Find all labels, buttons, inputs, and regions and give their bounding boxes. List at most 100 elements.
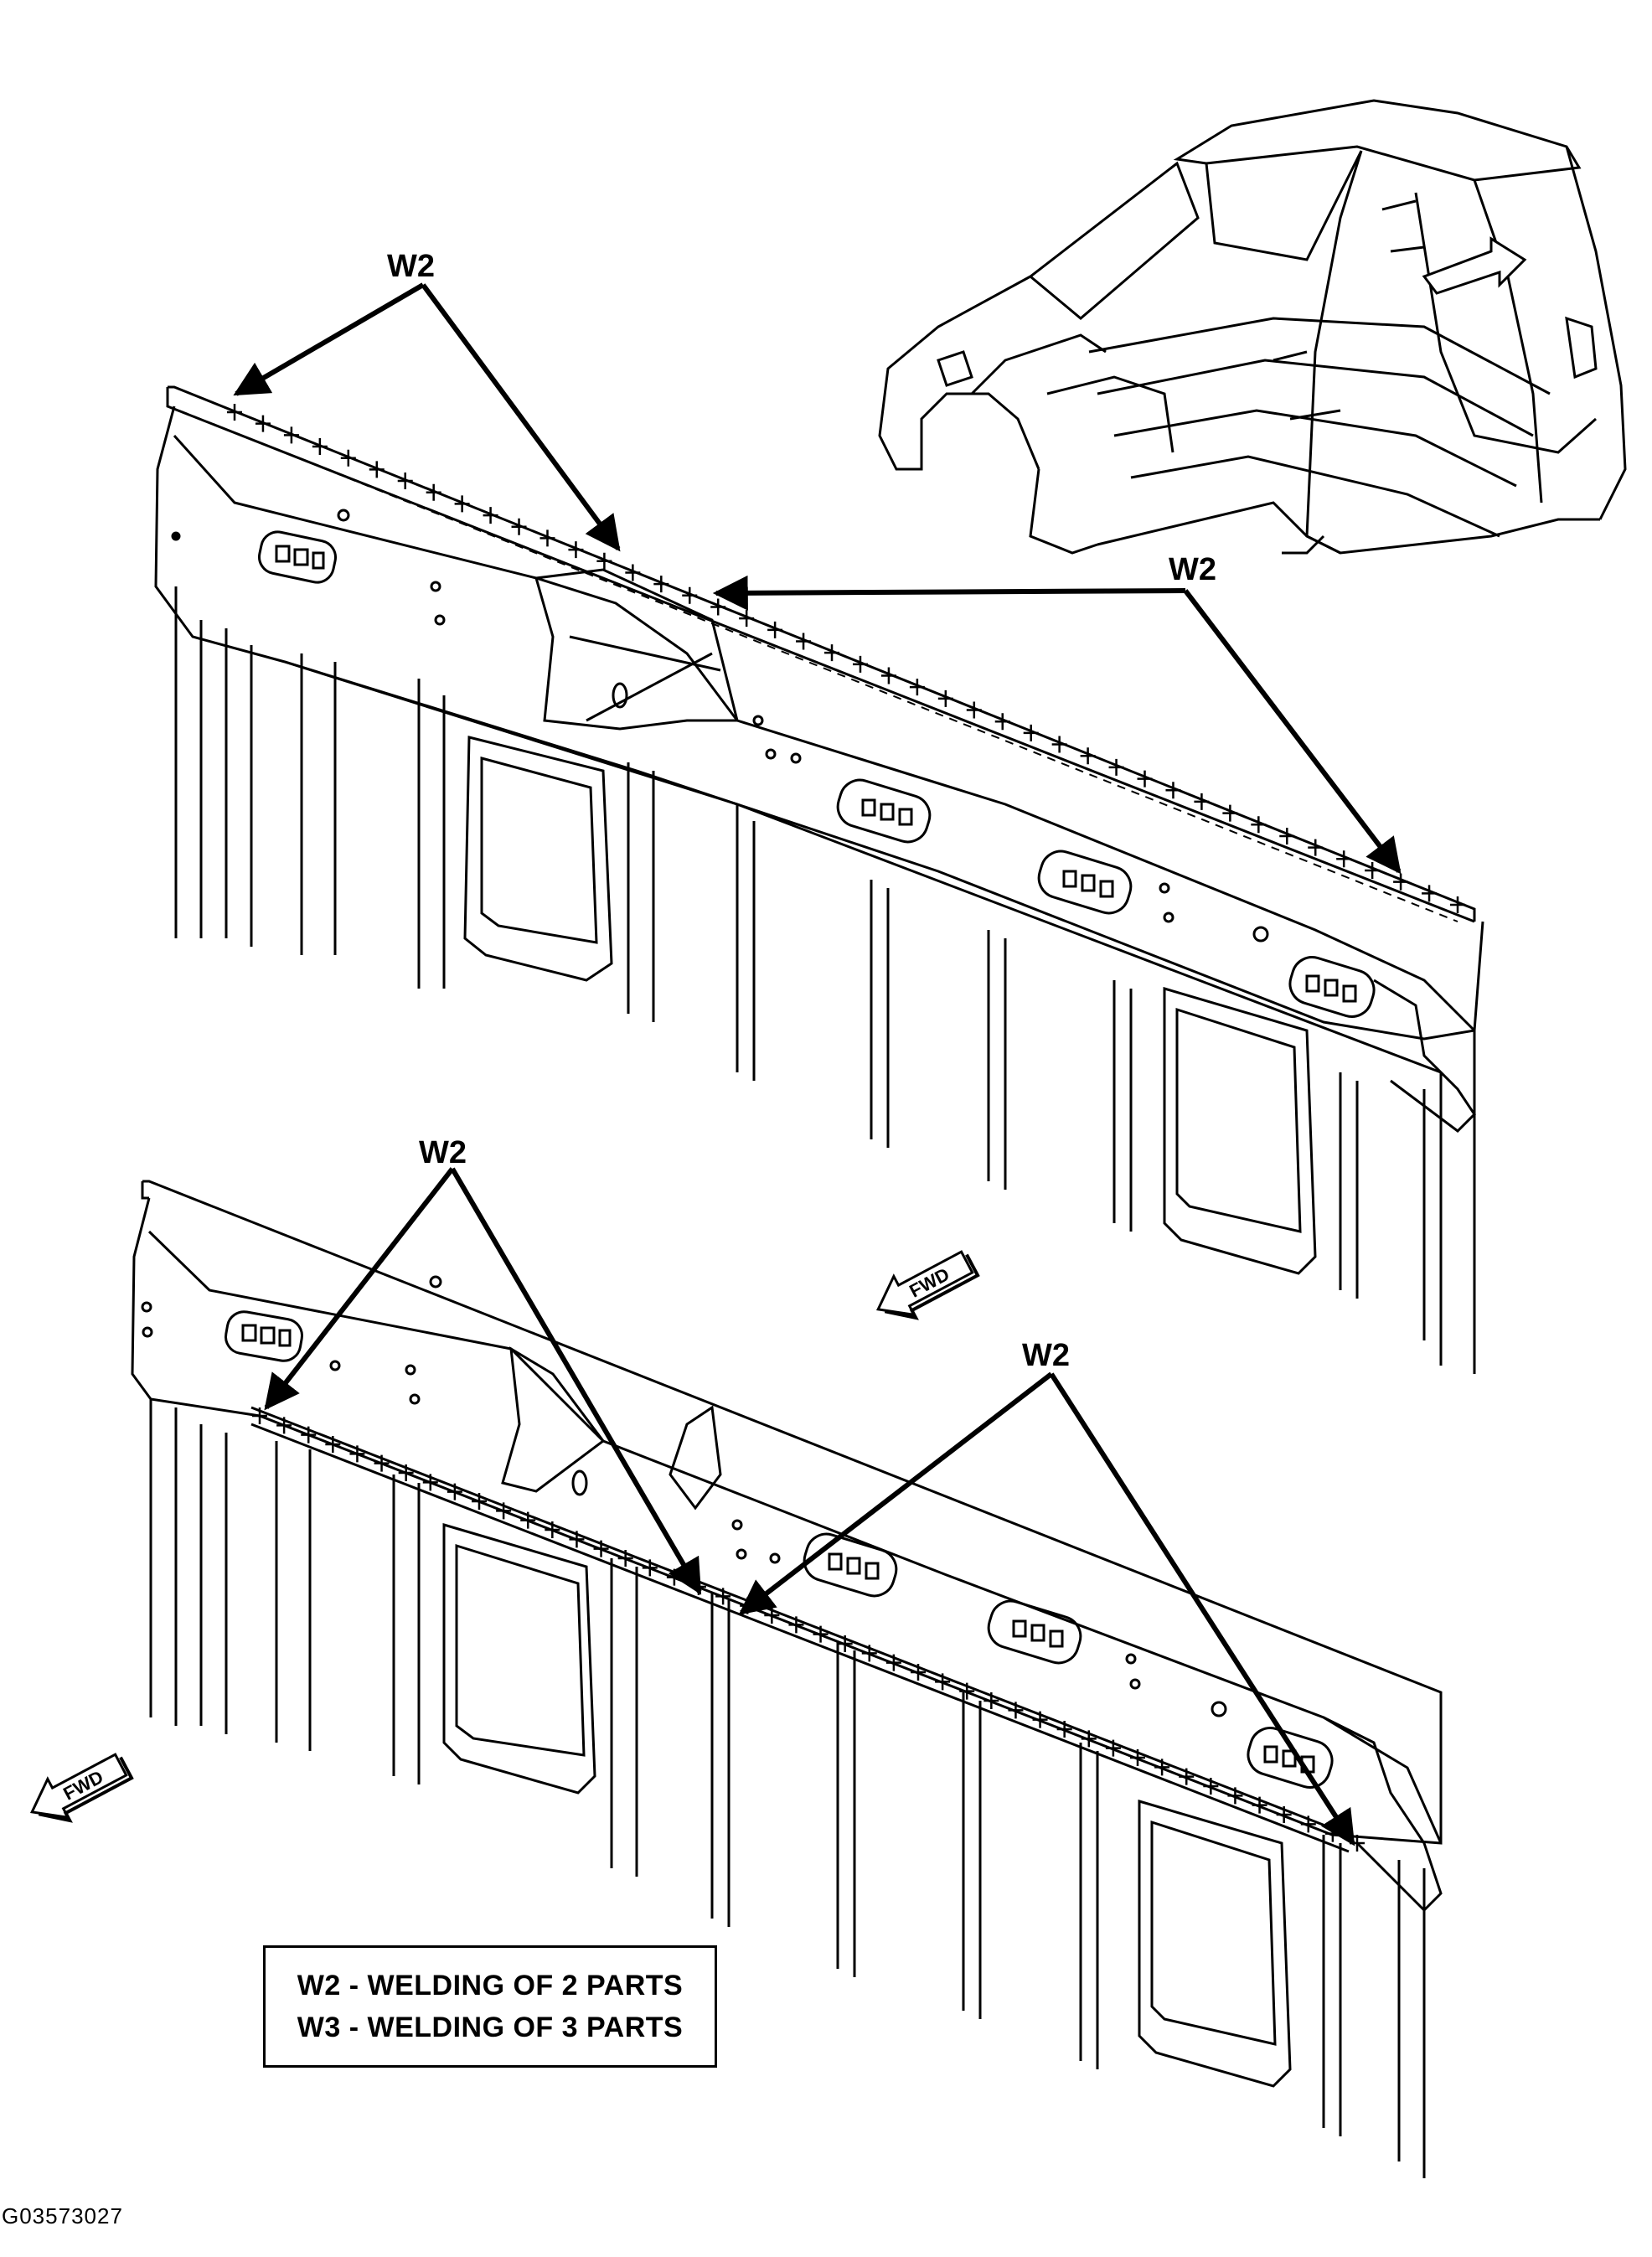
- upper-weld-mark: [880, 667, 896, 684]
- lower-weld-mark: [642, 1559, 658, 1577]
- lower-weld-mark: [1203, 1778, 1219, 1795]
- lower-weld-mark: [813, 1625, 829, 1643]
- lower-weld-mark: [276, 1417, 292, 1434]
- callout-w2-bottom-right: W2: [1022, 1338, 1070, 1373]
- lower-weld-mark: [1276, 1806, 1292, 1823]
- upper-weld-mark: [1422, 885, 1438, 902]
- lower-weld-mark: [374, 1454, 390, 1472]
- lower-weld-mark: [1179, 1768, 1195, 1785]
- lower-weld-mark: [545, 1521, 560, 1538]
- upper-weld-mark: [1336, 850, 1352, 868]
- upper-weld-mark: [909, 679, 925, 696]
- upper-weld-mark: [1251, 816, 1267, 834]
- lower-weld-mark: [422, 1474, 438, 1491]
- upper-weld-mark: [596, 552, 612, 570]
- leader-bottom-left-a: [264, 1167, 455, 1411]
- lower-weld-mark: [885, 1654, 901, 1671]
- upper-weld-mark: [852, 655, 868, 673]
- upper-weld-mark: [1450, 896, 1465, 913]
- lower-weld-mark: [1008, 1702, 1024, 1719]
- legend-w3: W3 - WELDING OF 3 PARTS: [297, 2012, 684, 2043]
- leader-top-right-b: [1183, 589, 1402, 875]
- upper-weld-mark: [710, 598, 726, 616]
- lower-weld-mark: [1154, 1759, 1170, 1776]
- upper-weld-marks: [227, 404, 1465, 913]
- upper-weld-mark: [227, 404, 242, 421]
- upper-weld-mark: [739, 610, 755, 628]
- upper-weld-mark: [255, 415, 271, 432]
- lower-weld-mark: [617, 1550, 633, 1567]
- leader-top-right-a: [712, 575, 1186, 611]
- lower-weld-mark: [593, 1540, 609, 1557]
- lower-weld-mark: [496, 1502, 512, 1520]
- lower-weld-mark: [447, 1483, 462, 1500]
- upper-weld-mark: [1023, 724, 1039, 741]
- upper-weld-mark: [539, 529, 555, 547]
- figure-id: G03573027: [2, 2203, 123, 2229]
- lower-weld-mark: [301, 1426, 317, 1444]
- upper-weld-mark: [1080, 747, 1096, 765]
- lower-weld-mark: [1130, 1749, 1145, 1766]
- lower-weld-mark: [983, 1692, 999, 1709]
- lower-weld-mark: [1081, 1730, 1097, 1748]
- lower-weld-mark: [959, 1682, 975, 1700]
- callout-w2-top-left: W2: [387, 249, 435, 284]
- truck-cab-inset: [878, 99, 1627, 555]
- upper-weld-mark: [966, 701, 982, 719]
- lower-weld-mark: [1227, 1787, 1243, 1805]
- upper-weld-mark: [397, 473, 413, 490]
- upper-weld-mark: [682, 586, 698, 604]
- leader-bottom-left-b: [450, 1167, 702, 1595]
- upper-weld-mark: [483, 507, 498, 524]
- lower-weld-mark: [398, 1464, 414, 1481]
- lower-weld-mark: [1300, 1815, 1316, 1833]
- lower-weld-mark: [569, 1531, 585, 1548]
- callout-w2-bottom-left: W2: [419, 1135, 467, 1170]
- lower-panel: [131, 1180, 1443, 2178]
- upper-weld-mark: [796, 633, 812, 650]
- upper-weld-mark: [994, 713, 1010, 731]
- upper-weld-mark: [511, 518, 527, 535]
- upper-weld-mark: [1222, 804, 1238, 822]
- upper-weld-mark: [1279, 827, 1295, 844]
- lower-weld-mark: [1105, 1739, 1121, 1757]
- lower-weld-mark: [861, 1645, 877, 1662]
- leader-top-left-b: [421, 283, 621, 552]
- upper-weld-mark: [1137, 770, 1153, 788]
- upper-weld-mark: [1393, 873, 1409, 891]
- lower-weld-mark: [837, 1635, 853, 1652]
- fwd-arrow-middle: FWD: [875, 1250, 980, 1320]
- lower-weld-mark: [1056, 1721, 1072, 1738]
- lower-weld-mark: [520, 1511, 536, 1529]
- upper-weld-mark: [369, 461, 385, 478]
- lower-weld-mark: [1252, 1796, 1267, 1814]
- lower-weld-mark: [472, 1493, 487, 1510]
- upper-weld-mark: [824, 644, 840, 662]
- upper-weld-mark: [426, 483, 441, 501]
- upper-weld-mark: [312, 438, 328, 456]
- upper-weld-mark: [1308, 839, 1324, 856]
- upper-weld-mark: [454, 495, 470, 513]
- upper-weld-mark: [340, 449, 356, 467]
- upper-weld-mark: [767, 621, 783, 638]
- leader-bottom-right-a: [738, 1371, 1053, 1615]
- upper-weld-mark: [568, 541, 584, 559]
- leader-bottom-right-b: [1049, 1372, 1355, 1846]
- lower-weld-mark: [935, 1673, 951, 1691]
- upper-weld-mark: [1194, 793, 1210, 810]
- upper-weld-mark: [653, 576, 669, 593]
- upper-weld-mark: [1165, 782, 1181, 799]
- upper-weld-mark: [937, 689, 953, 707]
- upper-weld-mark: [283, 426, 299, 444]
- upper-weld-mark: [1108, 758, 1124, 776]
- lower-weld-mark: [1032, 1711, 1048, 1728]
- lower-weld-mark: [788, 1616, 804, 1634]
- lower-weld-mark: [325, 1436, 341, 1453]
- callout-leaders: [233, 282, 1402, 1846]
- callout-w2-top-right: W2: [1169, 552, 1216, 587]
- upper-weld-mark: [625, 564, 641, 581]
- lower-weld-mark: [252, 1407, 267, 1424]
- lower-weld-mark: [715, 1588, 731, 1605]
- fwd-arrow-lower-left: FWD: [29, 1753, 134, 1823]
